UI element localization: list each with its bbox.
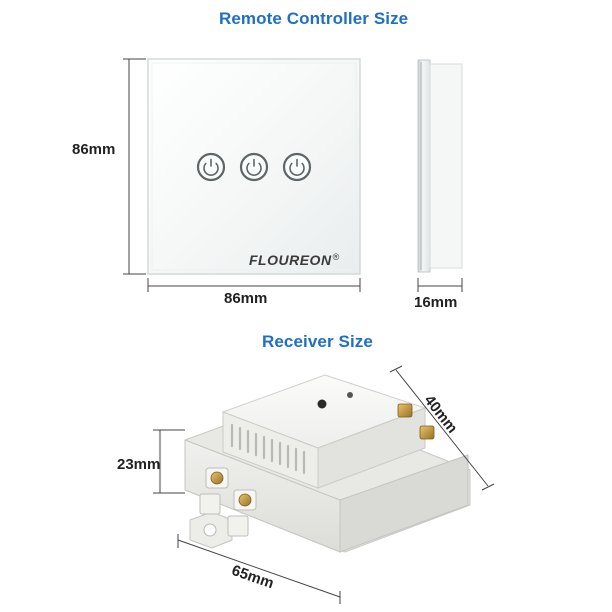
- registered-mark: ®: [332, 252, 340, 262]
- receiver-heading: Receiver Size: [262, 332, 373, 351]
- remote-height-label: 86mm: [72, 141, 116, 158]
- receiver-height-dimension: [153, 429, 185, 494]
- receiver-length-dimension: [177, 534, 341, 604]
- remote-width-label: 86mm: [224, 290, 268, 307]
- brand-logo: FLOUREON®: [249, 252, 340, 268]
- remote-controller-heading: Remote Controller Size: [219, 9, 409, 28]
- receiver-width-dimension: [389, 365, 495, 491]
- brand-name: FLOUREON: [249, 252, 332, 268]
- remote-width-dimension: [147, 278, 361, 292]
- remote-height-dimension: [123, 58, 146, 275]
- receiver-height-label: 23mm: [117, 456, 161, 473]
- remote-depth-dimension: [417, 278, 463, 292]
- power-button-icon: [196, 152, 226, 182]
- remote-side-view: [417, 59, 463, 273]
- remote-depth-label: 16mm: [414, 294, 458, 311]
- power-button-icon: [239, 152, 269, 182]
- power-button-icon: [282, 152, 312, 182]
- receiver-unit: [184, 374, 471, 553]
